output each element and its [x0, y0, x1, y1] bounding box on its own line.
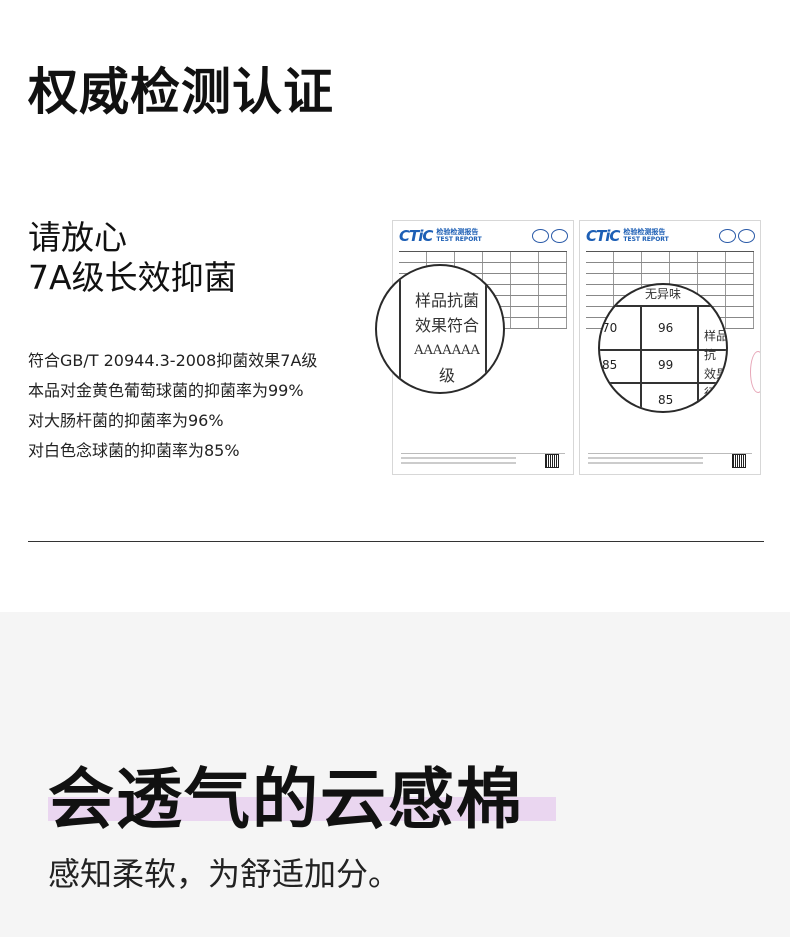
cert-seal-icon — [738, 229, 755, 243]
magnified-line: AAAAAAA — [414, 343, 480, 358]
cert-logos — [532, 229, 568, 243]
report-footer — [588, 453, 752, 468]
claim-item: 符合GB/T 20944.3-2008抑菌效果7A级 — [28, 351, 318, 370]
title-highlight — [48, 797, 556, 821]
magnified-cell: 96 — [658, 321, 674, 335]
product-feature-section: 会透气的云感棉 感知柔软，为舒适加分。 — [0, 612, 790, 937]
report-title: 检验检测报告 TEST REPORT — [623, 228, 668, 244]
claim-item: 对大肠杆菌的抑菌率为96% — [28, 411, 224, 430]
ctc-logo: CTiC — [399, 227, 433, 245]
report-footer — [401, 453, 565, 468]
product-subtitle: 感知柔软，为舒适加分。 — [48, 855, 401, 893]
report-title-en: TEST REPORT — [436, 236, 482, 243]
headline-line-1: 请放心 — [28, 218, 127, 257]
claim-item: 对白色念球菌的抑菌率为85% — [28, 441, 240, 460]
section-title: 权威检测认证 — [28, 63, 334, 121]
report-title-cn: 检验检测报告 — [436, 228, 479, 236]
red-stamp-icon — [750, 351, 760, 393]
cert-seal-icon — [551, 229, 568, 243]
magnified-cell: 70 — [602, 321, 618, 335]
section-divider — [28, 541, 764, 542]
magnified-cell: 85 — [658, 393, 674, 407]
cert-seal-icon — [719, 229, 736, 243]
magnified-side-line: AAA — [704, 405, 728, 413]
report-title-en: TEST REPORT — [623, 236, 669, 243]
qr-code-icon — [545, 454, 559, 468]
cert-seal-icon — [532, 229, 549, 243]
magnified-top-word: 无异味 — [645, 287, 682, 301]
magnified-side-line: 样品抗 — [704, 329, 728, 362]
magnified-line: 级 — [438, 366, 455, 385]
report-header: CTiC 检验检测报告 TEST REPORT — [586, 227, 669, 245]
qr-code-icon — [732, 454, 746, 468]
product-title: 会透气的云感棉 — [48, 761, 524, 838]
cert-logos — [719, 229, 755, 243]
magnified-side-text: 样品抗 效果行 AAA — [704, 327, 728, 413]
report-title-cn: 检验检测报告 — [623, 228, 666, 236]
magnified-cell: 99 — [658, 358, 674, 372]
magnifier-lens-right: 无异味 70 96 85 99 85 样品抗 效果行 AAA — [598, 283, 728, 413]
magnified-line: 样品抗菌 — [414, 291, 479, 310]
headline: 请放心 7A级长效抑菌 — [28, 218, 237, 298]
ctc-logo: CTiC — [586, 227, 620, 245]
magnified-text: 样品抗菌 效果符合 AAAAAAA 级 — [407, 288, 487, 388]
magnified-cell: 85 — [602, 358, 618, 372]
report-header: CTiC 检验检测报告 TEST REPORT — [399, 227, 482, 245]
magnifier-lens-left: 样品抗菌 效果符合 AAAAAAA 级 — [375, 264, 505, 394]
report-title: 检验检测报告 TEST REPORT — [436, 228, 481, 244]
magnified-side-line: 效果行 — [704, 367, 728, 400]
claims-list: 符合GB/T 20944.3-2008抑菌效果7A级 本品对金黄色葡萄球菌的抑菌… — [28, 346, 317, 466]
magnified-line: 效果符合 — [414, 316, 479, 335]
claim-item: 本品对金黄色葡萄球菌的抑菌率为99% — [28, 381, 304, 400]
headline-line-2: 7A级长效抑菌 — [28, 258, 237, 297]
